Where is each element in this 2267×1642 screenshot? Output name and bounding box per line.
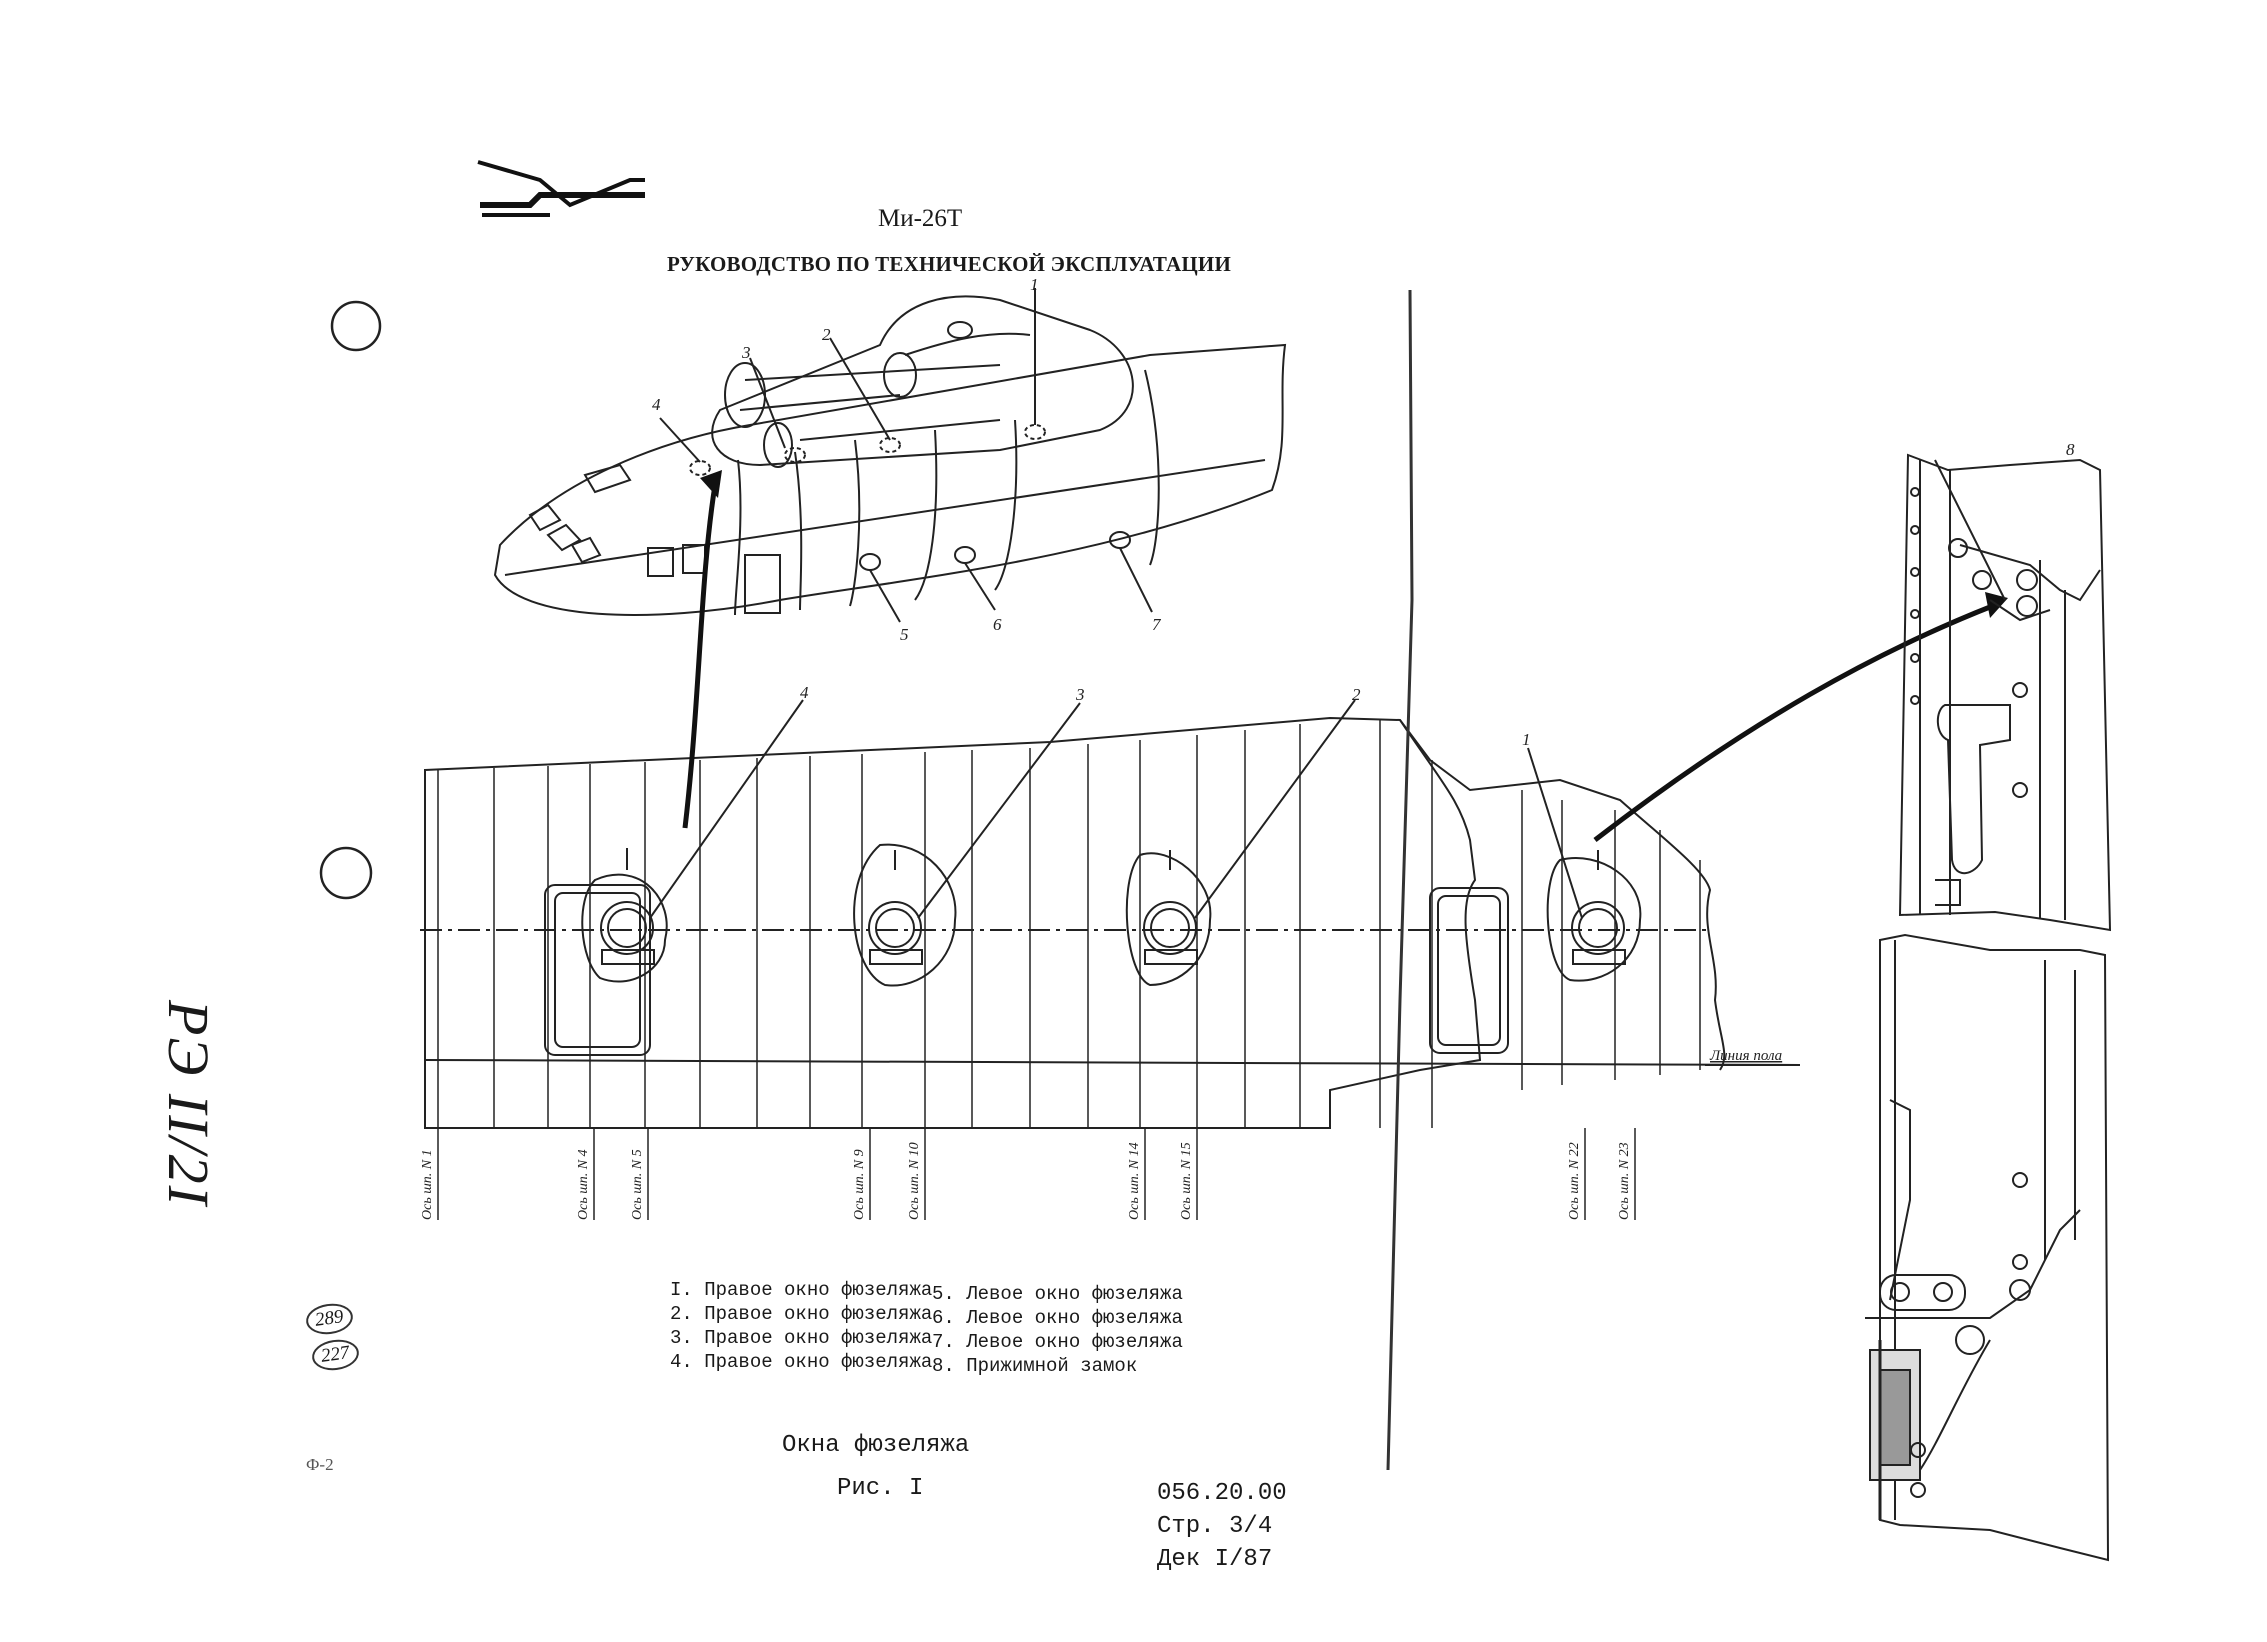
binder-hole-bottom xyxy=(319,846,373,900)
side-callout-3: 3 xyxy=(1075,685,1085,704)
manual-title: РУКОВОДСТВО ПО ТЕХНИЧЕСКОЙ ЭКСПЛУАТАЦИИ xyxy=(667,252,1231,276)
legend-item: 7. Левое окно фюзеляжа xyxy=(932,1331,1183,1353)
top-callout-7: 7 xyxy=(1152,615,1162,634)
doc-code: 056.20.00 xyxy=(1157,1480,1287,1507)
manufacturer-logo xyxy=(477,160,645,217)
fuselage-side-outline xyxy=(424,716,1482,1129)
form-note: Ф-2 xyxy=(306,1455,334,1474)
binder-hole-top xyxy=(330,300,382,352)
frame-axis-15: Ось шп. N 15 xyxy=(1179,1142,1194,1220)
frame-axis-1: Ось шп. N 1 xyxy=(420,1149,435,1220)
side-callout-2: 2 xyxy=(1352,685,1361,704)
engine-fairing xyxy=(711,295,1134,467)
figure-number: Рис. I xyxy=(837,1475,924,1502)
legend-item: 4. Правое окно фюзеляжа xyxy=(670,1351,933,1373)
legend-item: 6. Левое окно фюзеляжа xyxy=(932,1307,1183,1329)
top-callout-4: 4 xyxy=(652,395,661,414)
legend-left: I. Правое окно фюзеляжа 2. Правое окно ф… xyxy=(670,1278,932,1374)
legend-item: 3. Правое окно фюзеляжа xyxy=(670,1327,933,1349)
top-callout-6: 6 xyxy=(993,615,1002,634)
legend-item: 8. Прижимной замок xyxy=(932,1355,1138,1377)
floor-line-label: Линия пола xyxy=(1709,1048,1782,1064)
legend-item: I. Правое окно фюзеляжа xyxy=(670,1279,933,1301)
top-callout-5: 5 xyxy=(900,625,909,644)
frame-axis-5: Ось шп. N 5 xyxy=(630,1149,645,1220)
top-callout-3: 3 xyxy=(741,343,751,362)
top-callout-1: 1 xyxy=(1030,275,1039,294)
side-callout-1: 1 xyxy=(1522,730,1531,749)
doc-page: Стр. 3/4 xyxy=(1157,1513,1273,1540)
aircraft-model: Ми-26Т xyxy=(878,205,963,232)
side-window-1 xyxy=(1546,850,1642,982)
legend-item: 5. Левое окно фюзеляжа xyxy=(932,1283,1183,1305)
figure-title: Окна фюзеляжа xyxy=(782,1432,970,1459)
side-window-2 xyxy=(1125,850,1212,987)
frame-axis-23: Ось шп. N 23 xyxy=(1617,1142,1632,1220)
frame-axis-10: Ось шп. N 10 xyxy=(907,1142,922,1220)
frame-axis-14: Ось шп. N 14 xyxy=(1127,1142,1142,1220)
detail-callout-8: 8 xyxy=(2066,440,2075,459)
side-window-3 xyxy=(853,843,957,987)
top-callout-2: 2 xyxy=(822,325,831,344)
frame-axis-9: Ось шп. N 9 xyxy=(852,1149,867,1220)
side-callout-4: 4 xyxy=(800,683,809,702)
legend-right: 5. Левое окно фюзеляжа 6. Левое окно фюз… xyxy=(932,1282,1183,1378)
frame-axis-22: Ось шп. N 22 xyxy=(1567,1142,1582,1220)
frame-axis-4: Ось шп. N 4 xyxy=(576,1149,591,1220)
side-window-4 xyxy=(581,848,668,983)
legend-item: 2. Правое окно фюзеляжа xyxy=(670,1303,933,1325)
doc-date: Дек I/87 xyxy=(1157,1546,1273,1573)
